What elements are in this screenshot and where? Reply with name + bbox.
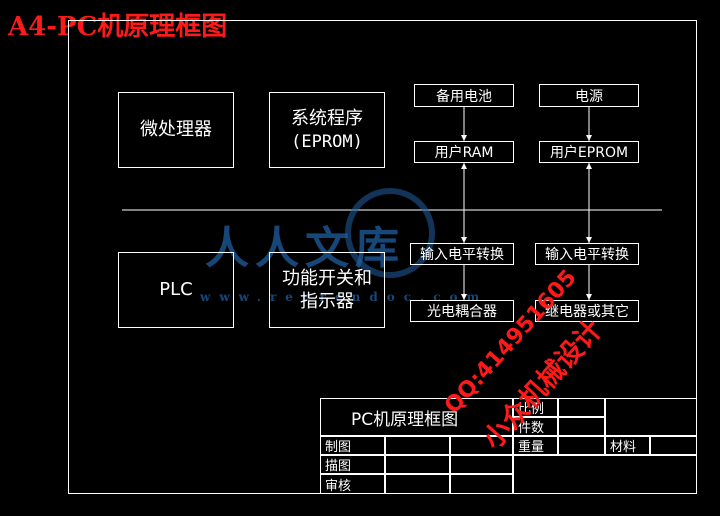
title-block-drawing-name: PC机原理框图 (320, 398, 513, 436)
drawing-heading: A4-PC机原理框图 (8, 12, 228, 42)
block-power-supply: 电源 (539, 84, 639, 107)
watermark-logo (345, 188, 435, 278)
title-block-reviewed-date (450, 474, 513, 494)
block-plc: PLC (118, 252, 234, 328)
arrow-head (586, 294, 592, 300)
title-block-material-label: 材料 (605, 436, 650, 455)
title-block-company (513, 455, 697, 494)
arrow-head (461, 135, 467, 141)
arrow-head (461, 237, 467, 243)
arrow-head (461, 163, 467, 169)
title-block-weight-value (558, 436, 605, 455)
block-microprocessor: 微处理器 (118, 92, 234, 168)
block-backup-battery: 备用电池 (414, 84, 514, 107)
block-system-program: 系统程序 (EPROM) (269, 92, 385, 168)
arrow-head (586, 237, 592, 243)
title-block-reviewed-label: 审核 (320, 474, 385, 494)
title-block-part-number (605, 398, 697, 436)
block-switch-indicator: 功能开关和 指示器 (269, 252, 385, 328)
title-block-quantity-value (558, 417, 605, 436)
block-system-program-sub: (EPROM) (291, 131, 363, 152)
title-block-weight-label: 重量 (513, 436, 558, 455)
title-block-material-value (650, 436, 697, 455)
watermark-logo-text: 人人文库 (205, 223, 405, 274)
block-relay-other: 继电器或其它 (535, 300, 639, 322)
arrow-head (586, 135, 592, 141)
title-block-drawn-label: 制图 (320, 436, 385, 455)
title-block-traced-label: 描图 (320, 455, 385, 474)
title-block-scale-label: 比例 (513, 398, 558, 417)
block-switch-indicator-line1: 功能开关和 (282, 267, 372, 289)
title-block-traced-date (450, 455, 513, 474)
block-switch-indicator-line2: 指示器 (300, 291, 354, 312)
arrow-head (586, 163, 592, 169)
title-block-scale-value (558, 398, 605, 417)
title-block-traced-name (385, 455, 450, 474)
block-user-eprom: 用户EPROM (539, 141, 639, 163)
title-block-reviewed-name (385, 474, 450, 494)
block-user-ram: 用户RAM (414, 141, 514, 163)
title-block-drawn-date (450, 436, 513, 455)
title-block-drawn-name (385, 436, 450, 455)
block-input-level-1: 输入电平转换 (410, 243, 514, 265)
arrow-head (461, 294, 467, 300)
title-block-quantity-label: 件数 (513, 417, 558, 436)
block-input-level-2: 输入电平转换 (535, 243, 639, 265)
block-system-program-title: 系统程序 (291, 108, 363, 130)
block-optocoupler: 光电耦合器 (410, 300, 514, 322)
